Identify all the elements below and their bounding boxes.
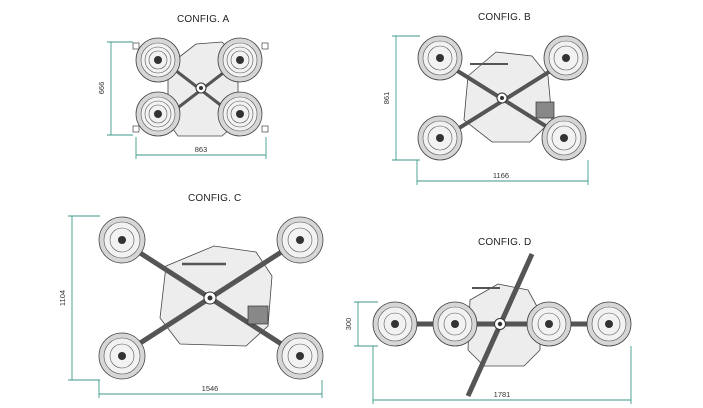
pad-b-br — [541, 115, 587, 161]
config-c-drawing: 1104 1546 — [58, 215, 324, 398]
pad-a-br — [217, 91, 263, 137]
config-c-title: CONFIG. C — [188, 193, 242, 204]
pad-b-tl — [417, 35, 463, 81]
config-d-drawing: 300 1781 — [344, 252, 632, 404]
config-b-height-dim: 861 — [382, 92, 391, 105]
config-c-dimensions — [68, 215, 323, 398]
pad-a-bl — [135, 91, 181, 137]
config-a-dimensions — [107, 41, 267, 159]
pad-a-tr — [217, 37, 263, 83]
pad-c-br — [276, 332, 324, 380]
pad-b-bl — [417, 115, 463, 161]
config-d-dimensions — [354, 301, 632, 404]
config-c-height-dim: 1104 — [58, 290, 67, 306]
pad-d-3 — [526, 301, 572, 347]
pad-c-bl — [98, 332, 146, 380]
pad-c-tl — [98, 216, 146, 264]
config-a-drawing: 666 863 — [97, 37, 269, 159]
pad-d-2 — [432, 301, 478, 347]
pad-a-tl — [135, 37, 181, 83]
config-c-width-dim: 1546 — [202, 384, 219, 393]
pad-d-1 — [372, 301, 418, 347]
config-b-width-dim: 1166 — [493, 171, 509, 180]
pad-c-tr — [276, 216, 324, 264]
config-d-height-dim: 300 — [344, 318, 353, 331]
config-a-width-dim: 863 — [195, 145, 208, 154]
pad-d-4 — [586, 301, 632, 347]
config-a-title: CONFIG. A — [177, 14, 230, 25]
config-d-title: CONFIG. D — [478, 237, 532, 248]
pad-b-tr — [543, 35, 589, 81]
config-d-width-dim: 1781 — [494, 390, 511, 399]
config-b-dimensions — [392, 35, 589, 185]
config-b-title: CONFIG. B — [478, 12, 531, 23]
config-b-drawing: 861 1166 — [382, 35, 589, 185]
config-a-height-dim: 666 — [97, 82, 106, 95]
